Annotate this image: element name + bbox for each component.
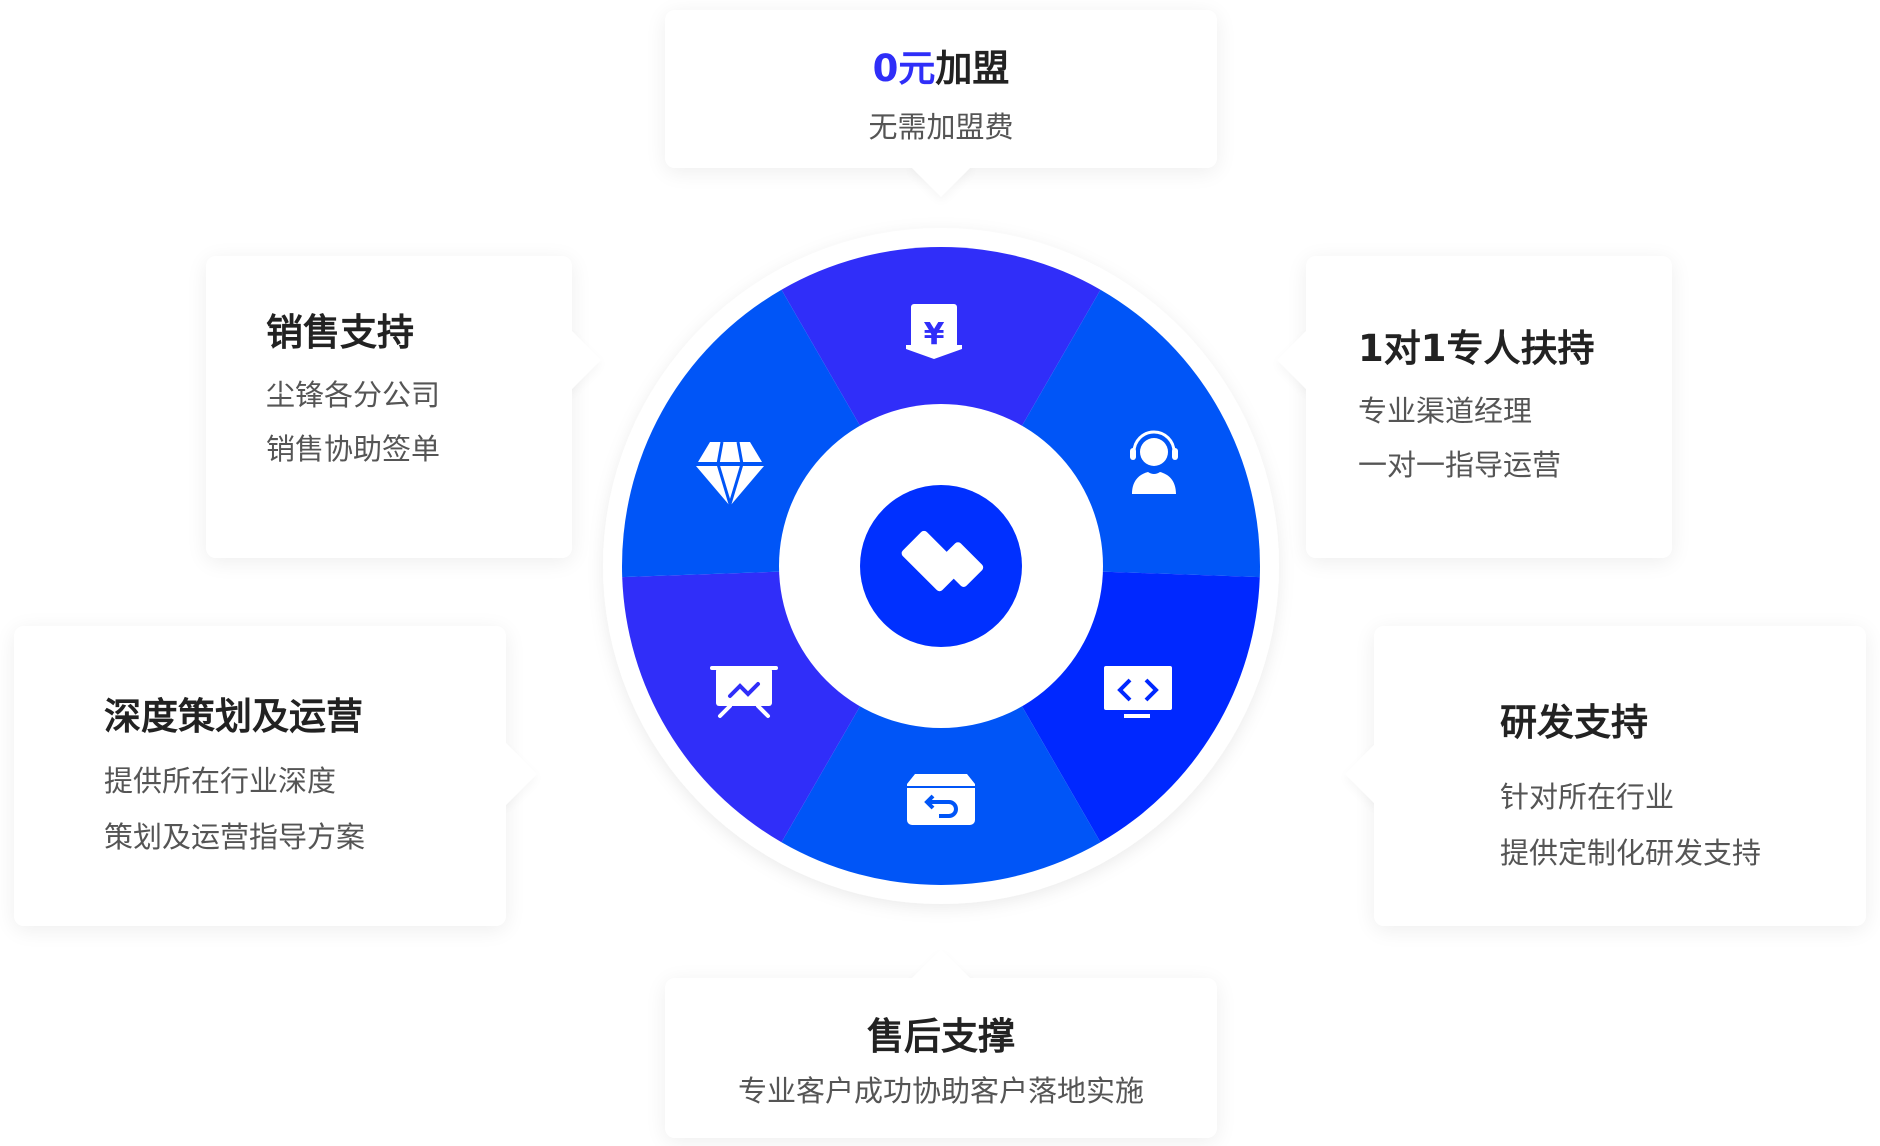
return-box-icon xyxy=(907,774,975,825)
card-title: 1对1专人扶持 xyxy=(1358,327,1595,370)
card-line: 针对所在行业 xyxy=(1500,780,1675,814)
svg-text:¥: ¥ xyxy=(924,317,945,352)
card-after-sales: 售后支撑 专业客户成功协助客户落地实施 xyxy=(665,948,1217,1138)
card-line: 专业渠道经理 xyxy=(1358,394,1533,428)
code-monitor-icon xyxy=(1104,666,1172,718)
headset-agent-icon xyxy=(1130,430,1178,494)
card-line: 提供所在行业深度 xyxy=(104,764,337,798)
presentation-chart-icon xyxy=(710,666,778,718)
card-zero-fee: 0元加盟 无需加盟费 xyxy=(665,10,1217,198)
card-line: 专业客户成功协助客户落地实施 xyxy=(737,1074,1144,1108)
yen-download-icon: ¥ xyxy=(906,304,962,359)
diamond-icon xyxy=(696,441,764,510)
card-personal-support: 1对1专人扶持 专业渠道经理 一对一指导运营 xyxy=(1276,256,1672,558)
card-sales-support: 销售支持 尘锋各分公司 销售协助签单 xyxy=(206,256,602,558)
card-line: 尘锋各分公司 xyxy=(266,378,441,412)
card-rd-support: 研发支持 针对所在行业 提供定制化研发支持 xyxy=(1344,626,1866,926)
title-text: 加盟 xyxy=(935,47,1010,90)
handshake-icon xyxy=(901,530,984,610)
card-operations: 深度策划及运营 提供所在行业深度 策划及运营指导方案 xyxy=(14,626,538,926)
card-line: 提供定制化研发支持 xyxy=(1500,836,1762,870)
card-title: 0元加盟 xyxy=(665,38,1217,92)
card-title: 销售支持 xyxy=(266,311,414,354)
title-accent: 0元 xyxy=(872,47,936,90)
card-line: 无需加盟费 xyxy=(868,110,1014,144)
card-title: 售后支撑 xyxy=(867,1015,1015,1058)
card-line: 销售协助签单 xyxy=(266,432,441,466)
card-line: 一对一指导运营 xyxy=(1358,448,1562,482)
card-line: 策划及运营指导方案 xyxy=(104,820,366,854)
card-title: 研发支持 xyxy=(1500,701,1648,744)
card-title: 深度策划及运营 xyxy=(104,695,363,738)
